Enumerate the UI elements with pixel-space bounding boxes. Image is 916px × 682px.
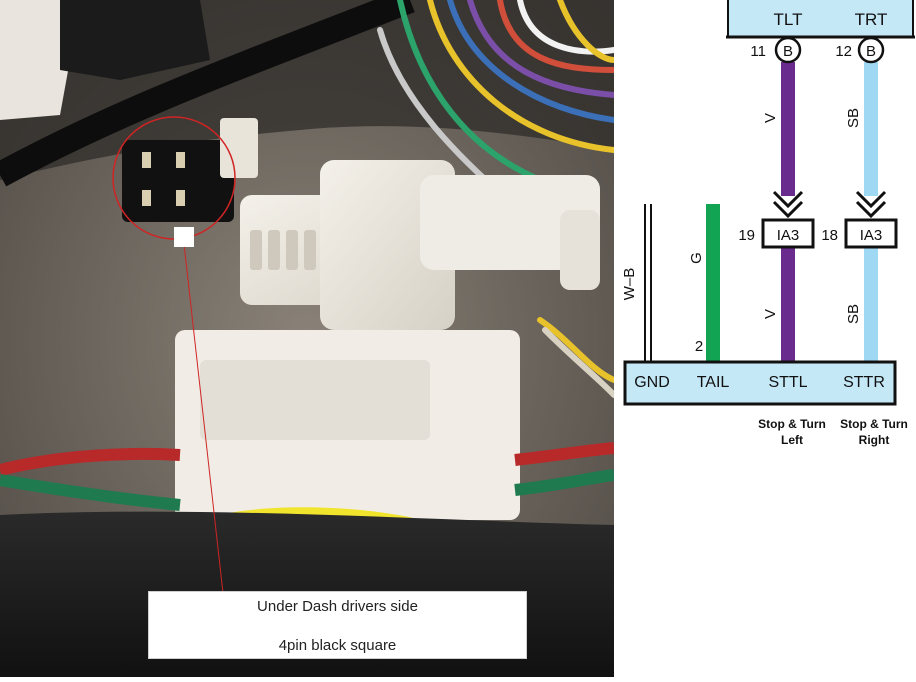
pin-code-trt: B: [866, 43, 876, 60]
label-gnd: GND: [634, 374, 670, 391]
pin-number-tail: 2: [695, 338, 703, 355]
label-tail: TAIL: [697, 374, 730, 391]
pin-number-trt: 12: [835, 43, 852, 60]
connector-box-right: [844, 218, 898, 249]
bottom-component-band: [623, 360, 897, 406]
caption-location: Under Dash drivers side: [257, 598, 418, 615]
connector-box-left: [761, 218, 815, 249]
connector-number-left: 19: [738, 227, 755, 244]
pointer-line: [183, 243, 227, 621]
four-pin-connector: [122, 118, 258, 222]
wire-color-bottom-right: SB: [845, 304, 862, 324]
note-left-line1: Stop & Turn: [758, 417, 826, 431]
note-left-line2: Left: [781, 433, 803, 447]
label-sttl: STTL: [768, 374, 807, 391]
wire-color-green-label: G: [688, 252, 705, 264]
pin-circle-tlt: [774, 36, 802, 64]
wire-color-top-right: SB: [845, 108, 862, 128]
pin-number-tlt: 11: [750, 43, 766, 60]
note-right-line1: Stop & Turn: [840, 417, 908, 431]
pointer-marker: [174, 227, 194, 247]
note-right-line2: Right: [858, 433, 890, 447]
connector-code-right: IA3: [860, 227, 883, 244]
note-stop-turn-left: Stop & Turn Left: [748, 416, 836, 448]
photo-illustration: [0, 0, 614, 677]
wire-color-bottom-left: V: [762, 309, 779, 319]
chevron-right-icon: [855, 190, 887, 219]
chevron-left-icon: [772, 190, 804, 219]
wiring-diagram-svg: TLT TRT B B 11 12 V SB V SB G W–B 2: [621, 0, 915, 406]
pin-circle-trt: [857, 36, 885, 64]
wire-color-top-left: V: [762, 113, 779, 123]
label-tlt: TLT: [774, 10, 803, 29]
connector-number-right: 18: [821, 227, 838, 244]
wire-color-wb-label: W–B: [621, 268, 638, 301]
caption-connector-type: 4pin black square: [278, 637, 397, 654]
connector-code-left: IA3: [777, 227, 800, 244]
note-stop-turn-right: Stop & Turn Right: [832, 416, 916, 448]
wiring-diagram: TLT TRT B B 11 12 V SB V SB G W–B 2: [614, 0, 916, 677]
top-component-band: [728, 0, 913, 36]
label-sttr: STTR: [843, 374, 885, 391]
pin-code-tlt: B: [783, 43, 793, 60]
wiring-photo: Under Dash drivers side 4pin black squar…: [0, 0, 614, 677]
label-trt: TRT: [855, 10, 888, 29]
caption-box: Under Dash drivers side 4pin black squar…: [148, 591, 527, 659]
